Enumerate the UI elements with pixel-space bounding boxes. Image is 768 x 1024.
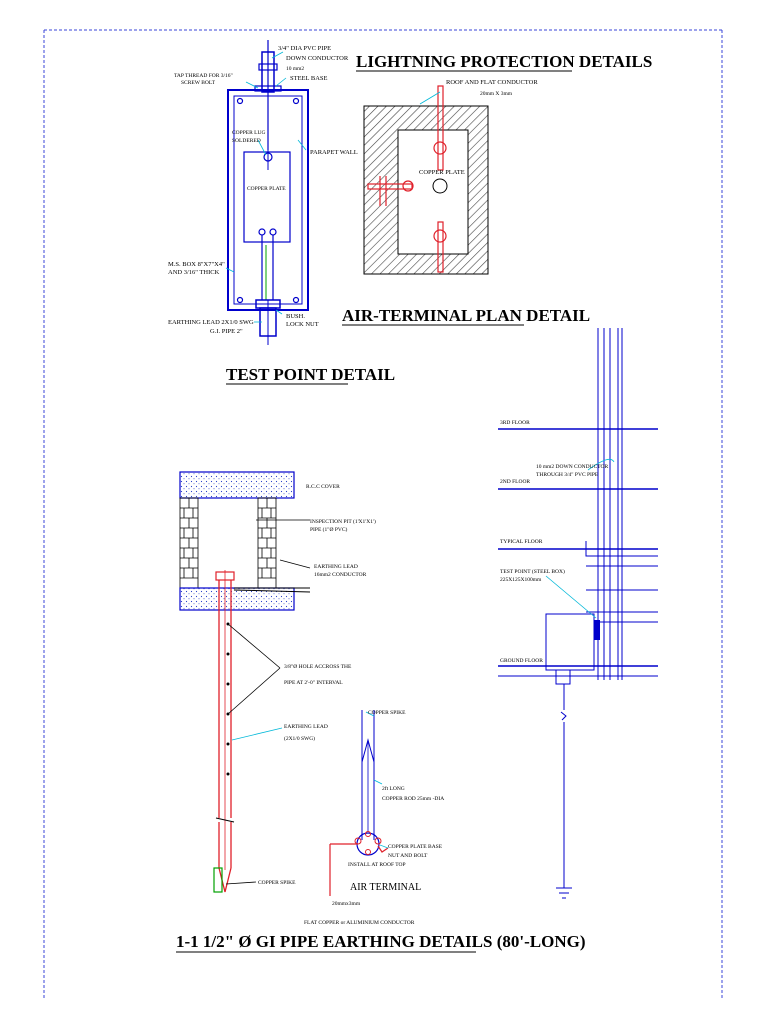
label-copper-lug: COPPER LUG — [232, 130, 265, 136]
label-pit-conductor: 16mm2 CONDUCTOR — [314, 572, 367, 578]
label-through-pvc: THROUGH 3/4" PVC PIPE — [536, 472, 599, 478]
label-down-conductor-10mm: 10 mm2 DOWN CONDUCTOR — [536, 464, 608, 470]
label-2nd-floor: 2ND FLOOR — [500, 479, 530, 485]
title-lightning-protection: LIGHTNING PROTECTION DETAILS — [356, 52, 652, 71]
label-pit-earthing-lead: EARTHING LEAD — [314, 564, 358, 570]
label-test-point-size: 225X125X100mm — [500, 577, 542, 583]
label-screw-bolt: SCREW BOLT — [181, 80, 216, 86]
label-test-point-box: TEST POINT (STEEL BOX) — [500, 568, 565, 575]
label-gi-pipe: G.I. PIPE 2" — [210, 328, 243, 335]
label-soldered: SOLDERED — [232, 138, 261, 144]
label-terminal-size: 20mmx3mm — [332, 901, 361, 907]
label-conductor-size: 10 mm2 — [286, 66, 304, 72]
air-terminal-detail: COPPER SPIKE 2ft LONG COPPER ROD 25mm -D… — [304, 710, 444, 926]
label-terminal-copper-spike: COPPER SPIKE — [368, 710, 406, 716]
label-steel-base: STEEL BASE — [290, 75, 328, 82]
title-air-terminal: AIR TERMINAL — [350, 882, 421, 893]
label-hole: 3/8"Ø HOLE ACCROSS THE — [284, 664, 352, 670]
label-pvc-pipe: 3/4" DIA PVC PIPE — [278, 45, 331, 52]
building-elevation: 3RD FLOOR 2ND FLOOR TYPICAL FLOOR GROUND… — [498, 328, 658, 899]
label-rod-length: 2ft LONG — [382, 785, 405, 792]
label-copper-plate-base: COPPER PLATE BASE — [388, 844, 443, 850]
label-ground-floor: GROUND FLOOR — [500, 658, 543, 664]
label-bush: BUSH. — [286, 313, 305, 320]
label-ms-box: M.S. BOX 8"X7"X4" — [168, 261, 225, 268]
test-point-detail: 3/4" DIA PVC PIPE DOWN CONDUCTOR 10 mm2 … — [168, 40, 395, 385]
label-3rd-floor: 3RD FLOOR — [500, 420, 530, 426]
label-plan-copper-plate: COPPER PLATE — [419, 169, 465, 176]
label-typical-floor: TYPICAL FLOOR — [500, 539, 543, 545]
title-gi-pipe-earthing: 1-1 1/2" Ø GI PIPE EARTHING DETAILS (80'… — [176, 932, 585, 951]
label-lock-nut: LOCK NUT — [286, 321, 319, 328]
sheet-border — [43, 29, 723, 1000]
label-install-roof-top: INSTALL AT ROOF TOP — [348, 862, 406, 868]
label-earthing-lead-2: EARTHING LEAD — [284, 724, 328, 730]
label-pipe-copper-spike: COPPER SPIKE — [258, 880, 296, 886]
label-roof-conductor: ROOF AND FLAT CONDUCTOR — [446, 79, 538, 86]
label-copper-rod: COPPER ROD 25mm -DIA — [382, 796, 444, 802]
air-terminal-plan-detail: LIGHTNING PROTECTION DETAILS ROOF AND FL… — [342, 52, 652, 326]
label-nut-and-bolt: NUT AND BOLT — [388, 853, 428, 859]
label-inspection-pit: INSPECTION PIT (1'X1'X1') — [310, 518, 376, 525]
label-parapet-wall: PARAPET WALL — [310, 149, 358, 156]
label-copper-plate: COPPER PLATE — [247, 186, 286, 192]
title-test-point-detail: TEST POINT DETAIL — [226, 365, 395, 384]
label-down-conductor: DOWN CONDUCTOR — [286, 55, 349, 62]
label-earthing-lead-swg: (2X1/0 SWG) — [284, 735, 315, 742]
label-ms-box-thick: AND 3/16" THICK — [168, 269, 220, 276]
label-pvc-pipe-pit: PIPE (1"Ø PVC) — [310, 526, 348, 533]
label-flat-conductor: FLAT COPPER or ALUMINIUM CONDUCTOR — [304, 920, 415, 926]
label-roof-conductor-size: 20mm X 3mm — [480, 91, 513, 97]
earthing-pit-detail: R.C.C COVER INSPECTION PIT (1'X1'X1') PI… — [179, 471, 376, 893]
label-tap-thread: TAP THREAD FOR 3/16" — [174, 73, 233, 79]
label-earthing-lead: EARTHING LEAD 2X1/0 SWG — [168, 319, 254, 326]
label-hole-interval: PIPE AT 2'-0" INTERVAL — [284, 680, 343, 686]
title-air-terminal-plan: AIR-TERMINAL PLAN DETAIL — [342, 306, 590, 325]
label-rcc-cover: R.C.C COVER — [306, 484, 340, 490]
